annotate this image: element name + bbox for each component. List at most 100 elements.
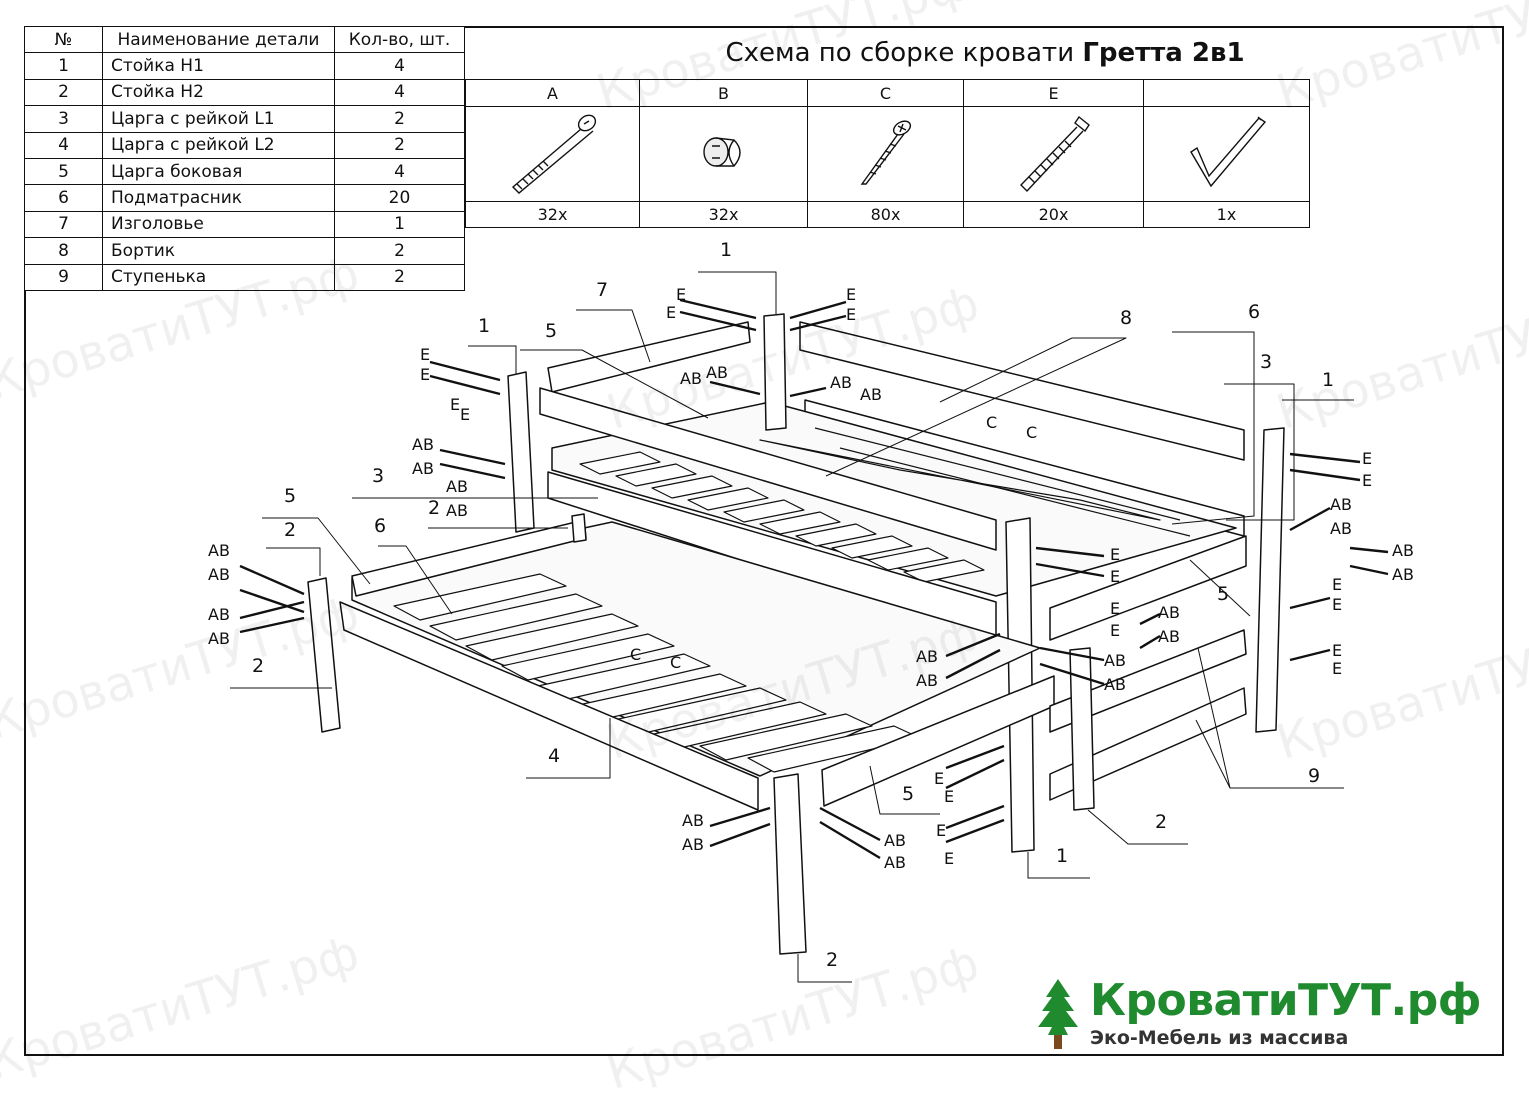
hardware-letter: C bbox=[807, 79, 964, 107]
drawing-frame bbox=[24, 26, 1504, 1056]
part-qty: 2 bbox=[334, 131, 465, 159]
fastener-label-e: E bbox=[1110, 567, 1120, 586]
fastener-label-ab: AB bbox=[412, 435, 434, 454]
col-number: № bbox=[24, 25, 103, 54]
fastener-label-ab: AB bbox=[830, 373, 852, 392]
fastener-label-e: E bbox=[1332, 595, 1342, 614]
part-name: Стойка Н2 bbox=[102, 78, 335, 107]
post-1-back-left bbox=[507, 371, 535, 533]
fastener-label-ab: AB bbox=[1104, 675, 1126, 694]
leader-lines bbox=[230, 271, 1354, 983]
callout-2: 2 bbox=[826, 949, 838, 971]
col-part-name: Наименование детали bbox=[102, 25, 335, 54]
fastener-arrows bbox=[239, 298, 1389, 860]
callout-1: 1 bbox=[478, 315, 490, 337]
hardware-letter bbox=[1143, 79, 1310, 107]
fastener-label-e: E bbox=[1110, 545, 1120, 564]
callout-2: 2 bbox=[252, 655, 264, 677]
fastener-label-ab: AB bbox=[208, 541, 230, 560]
part-number: 3 bbox=[24, 105, 103, 133]
hardware-picture bbox=[963, 106, 1144, 202]
post-1-back-right bbox=[1255, 427, 1285, 733]
lower-slats bbox=[393, 573, 921, 773]
callout-4: 4 bbox=[548, 745, 560, 767]
step-upper bbox=[1049, 629, 1247, 733]
fastener-label-ab: AB bbox=[680, 369, 702, 388]
hardware-picture-row bbox=[465, 106, 1310, 202]
dowel-screw-icon bbox=[1019, 115, 1090, 193]
fastener-label-ab: AB bbox=[682, 835, 704, 854]
fastener-label-c: C bbox=[1026, 423, 1037, 442]
rail-front-lower bbox=[339, 601, 759, 811]
callout-2: 2 bbox=[428, 497, 440, 519]
fastener-label-ab: AB bbox=[208, 629, 230, 648]
post-2-left bbox=[307, 577, 341, 733]
fastener-label-ab: AB bbox=[916, 671, 938, 690]
fastener-label-ab: AB bbox=[208, 605, 230, 624]
callout-3: 3 bbox=[1260, 351, 1272, 373]
part-qty: 2 bbox=[334, 263, 465, 291]
fastener-label-e: E bbox=[1332, 575, 1342, 594]
fastener-label-ab: AB bbox=[1158, 603, 1180, 622]
post-2-back bbox=[571, 513, 587, 543]
part-number: 9 bbox=[24, 263, 103, 291]
post-2-right bbox=[1069, 647, 1095, 811]
part-number: 4 bbox=[24, 131, 103, 159]
fastener-label-e: E bbox=[1362, 471, 1372, 490]
callout-9: 9 bbox=[1308, 765, 1320, 787]
hex-key-icon bbox=[1189, 116, 1266, 188]
part-name: Царга с рейкой L2 bbox=[102, 131, 335, 159]
fastener-label-ab: AB bbox=[860, 385, 882, 404]
brand-tagline: Эко-Мебель из массива bbox=[1090, 1027, 1349, 1049]
callout-1: 1 bbox=[1322, 369, 1334, 391]
part-qty: 4 bbox=[334, 52, 465, 80]
part-name: Царга боковая bbox=[102, 157, 335, 186]
headboard bbox=[547, 321, 751, 393]
fastener-label-e: E bbox=[1362, 449, 1372, 468]
upper-slats bbox=[579, 427, 1191, 583]
part-qty: 4 bbox=[334, 78, 465, 107]
post-1-back-mid bbox=[763, 313, 787, 431]
part-qty: 20 bbox=[334, 184, 465, 212]
hardware-table: A B C E bbox=[465, 79, 1310, 228]
hardware-qty: 1x bbox=[1143, 201, 1310, 228]
callout-2: 2 bbox=[1155, 811, 1167, 833]
part-name: Изголовье bbox=[102, 210, 335, 239]
model-name: Гретта 2в1 bbox=[1082, 38, 1245, 68]
barrel-nut-icon bbox=[702, 137, 741, 167]
title-prefix: Схема по сборке кровати bbox=[725, 38, 1075, 68]
callout-5: 5 bbox=[545, 320, 557, 342]
part-number: 1 bbox=[24, 52, 103, 80]
step-lower bbox=[1049, 687, 1247, 801]
post-1-front bbox=[1005, 517, 1035, 853]
part-number: 6 bbox=[24, 184, 103, 212]
hardware-qty: 80x bbox=[807, 201, 964, 228]
fastener-label-e: E bbox=[934, 769, 944, 788]
fastener-label-ab: AB bbox=[412, 459, 434, 478]
fastener-label-ab: AB bbox=[446, 477, 468, 496]
fastener-label-e: E bbox=[450, 395, 460, 414]
part-qty: 2 bbox=[334, 237, 465, 265]
part-name: Ступенька bbox=[102, 263, 335, 291]
fastener-label-e: E bbox=[420, 345, 430, 364]
fastener-label-e: E bbox=[944, 787, 954, 806]
part-number: 2 bbox=[24, 78, 103, 107]
fastener-label-e: E bbox=[936, 821, 946, 840]
fastener-label-e: E bbox=[460, 405, 470, 424]
screw-icon bbox=[860, 120, 911, 185]
fastener-label-ab: AB bbox=[1330, 495, 1352, 514]
hardware-qty: 20x bbox=[963, 201, 1144, 228]
part-number: 5 bbox=[24, 157, 103, 186]
hardware-letter: B bbox=[639, 79, 808, 107]
brand-logo[interactable]: КроватиТУТ.рф Эко-Мебель из массива bbox=[1030, 975, 1500, 1053]
fastener-label-c: C bbox=[670, 653, 681, 672]
